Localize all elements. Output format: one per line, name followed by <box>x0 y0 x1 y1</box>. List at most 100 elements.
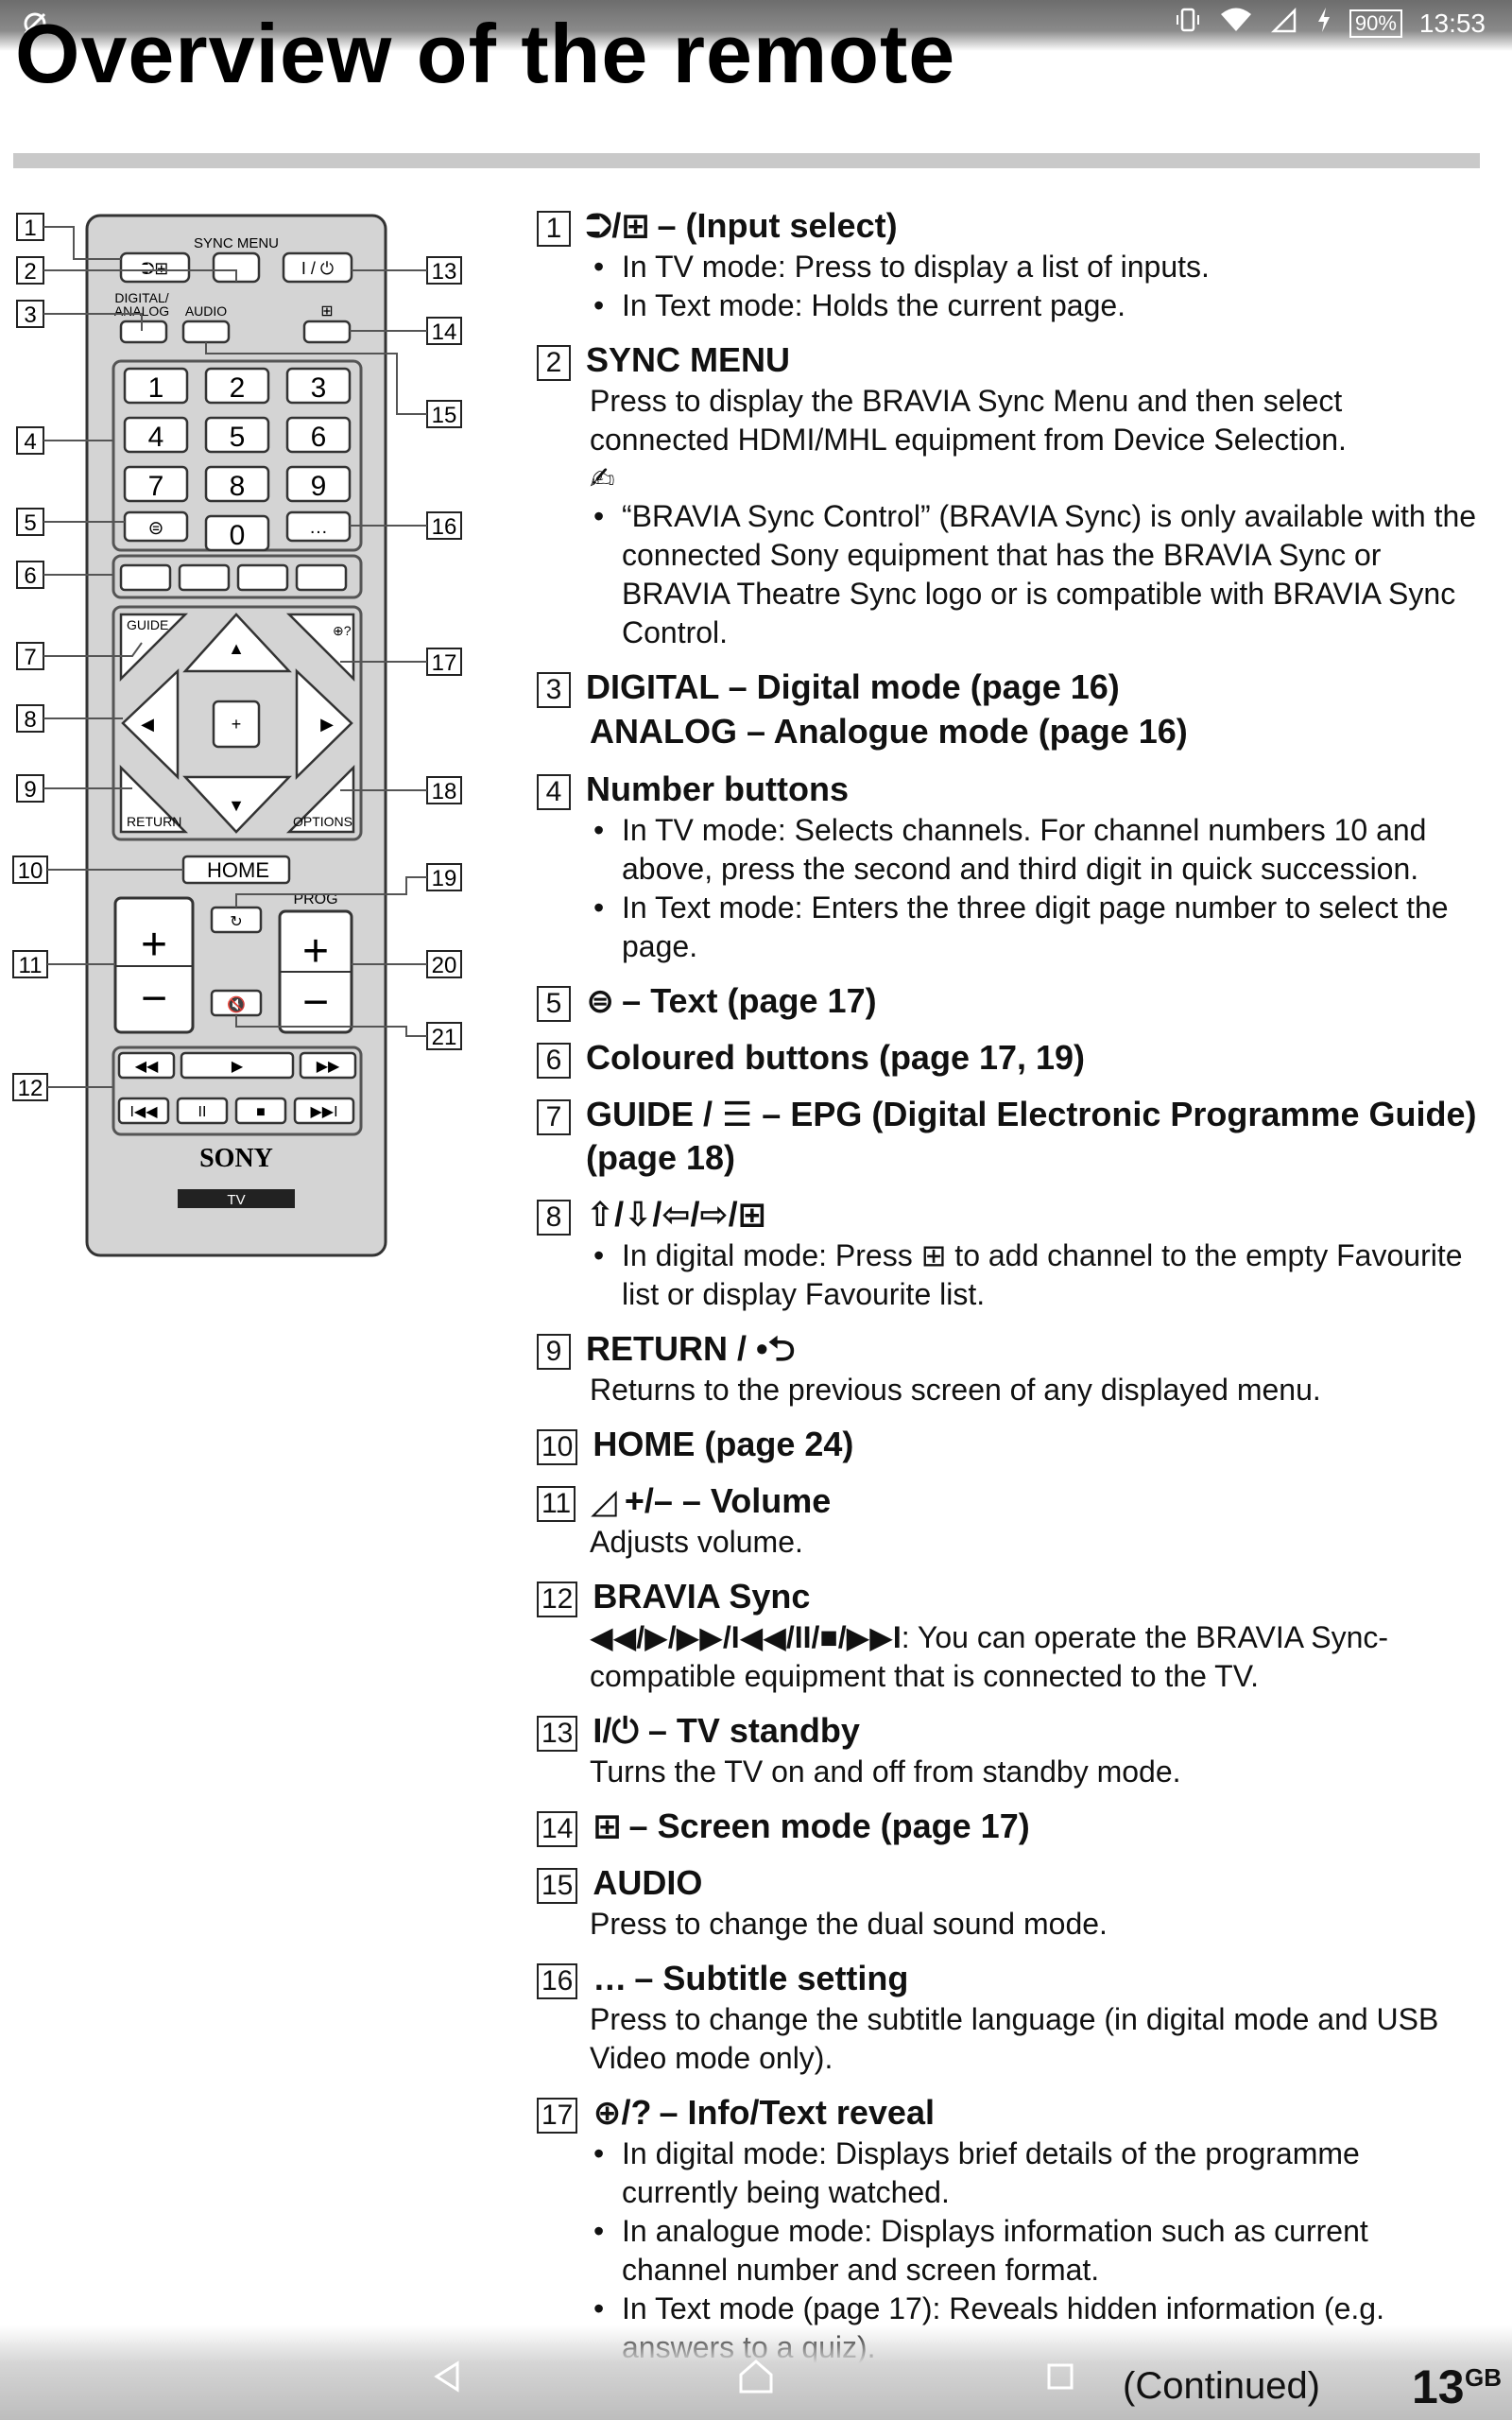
coloured-buttons <box>119 563 348 592</box>
page-number: 13 <box>1412 2360 1465 2413</box>
svg-text:15: 15 <box>432 403 457 428</box>
battery-indicator: 90% <box>1349 9 1402 38</box>
wifi-icon <box>1219 6 1253 41</box>
svg-text:▼: ▼ <box>228 796 245 815</box>
item-number: 5 <box>537 986 571 1022</box>
input-select-icon: ⮊/⊞ <box>586 206 650 245</box>
svg-text:RETURN: RETURN <box>127 814 181 829</box>
svg-text:⊜: ⊜ <box>148 518 164 539</box>
remote-diagram: ⮊⊞ SYNC MENU I / ⏻ DIGITAL/ ANALOG AUDIO… <box>0 199 491 1267</box>
bullet: In Text mode: Enters the three digit pag… <box>590 889 1482 966</box>
svg-text:9: 9 <box>24 777 36 803</box>
svg-text:6: 6 <box>311 422 327 453</box>
svg-text:▶▶I: ▶▶I <box>310 1104 337 1120</box>
recent-apps-icon[interactable] <box>1032 2348 1089 2405</box>
page-title: Overview of the remote <box>15 7 956 100</box>
svg-text:GUIDE: GUIDE <box>127 617 168 632</box>
item-number: 2 <box>537 345 571 381</box>
item-4: 4 Number buttons In TV mode: Selects chan… <box>537 768 1482 966</box>
svg-text:+: + <box>302 926 329 977</box>
item-text: Press to change the dual sound mode. <box>590 1907 1108 1941</box>
item-title: Coloured buttons (page 17, 19) <box>586 1038 1086 1077</box>
tv-label <box>178 1189 295 1208</box>
screen-mode-button <box>302 320 352 344</box>
vibrate-icon <box>1174 6 1202 41</box>
svg-text:PROG: PROG <box>293 891 337 908</box>
svg-text:5: 5 <box>230 422 246 453</box>
svg-text:+: + <box>232 715 242 734</box>
svg-text:SYNC MENU: SYNC MENU <box>194 235 279 251</box>
screen-mode-icon: ⊞ <box>593 1806 622 1845</box>
svg-text:+: + <box>141 920 167 970</box>
item-number: 3 <box>537 672 571 708</box>
svg-text:2: 2 <box>230 372 246 404</box>
svg-text:AUDIO: AUDIO <box>185 303 227 319</box>
svg-text:▶▶: ▶▶ <box>317 1059 340 1075</box>
svg-text:…: … <box>309 517 328 538</box>
svg-text:II: II <box>198 1104 207 1120</box>
svg-text:16: 16 <box>432 514 457 540</box>
svg-text:⮊⊞: ⮊⊞ <box>142 259 169 278</box>
item-title: BRAVIA Sync <box>593 1577 811 1616</box>
item-number: 13 <box>537 1716 578 1752</box>
item-1: 1⮊/⊞– (Input select) In TV mode: Press t… <box>537 204 1482 325</box>
sync-off-icon <box>21 9 49 38</box>
volume-icon: ◿ <box>591 1481 617 1520</box>
dpad-arrows <box>121 613 353 834</box>
svg-text:I◀◀: I◀◀ <box>129 1104 158 1120</box>
navigation-area <box>112 605 363 841</box>
power-button <box>282 251 353 284</box>
item-text-body: : You can operate the BRAVIA Sync-compat… <box>590 1620 1389 1693</box>
svg-text:−: − <box>302 977 329 1028</box>
item-title: GUIDE / ☰ – EPG (Digital Electronic Prog… <box>586 1095 1477 1177</box>
svg-text:OPTIONS: OPTIONS <box>293 814 352 829</box>
callout-numbers: 1 2 3 4 5 6 7 8 9 10 11 12 13 14 15 16 1… <box>12 213 462 1101</box>
svg-text:0: 0 <box>230 520 246 551</box>
item-number: 11 <box>537 1486 576 1522</box>
item-text: Adjusts volume. <box>590 1525 803 1559</box>
input-select-button <box>119 251 191 284</box>
svg-text:TV: TV <box>227 1192 245 1208</box>
svg-text:8: 8 <box>24 707 36 733</box>
item-title: – Info/Text reveal <box>659 2093 935 2132</box>
item-number: 8 <box>537 1200 571 1236</box>
svg-text:−: − <box>141 974 167 1024</box>
item-6: 6 Coloured buttons (page 17, 19) <box>537 1036 1482 1080</box>
playback-controls <box>112 1046 363 1136</box>
home-icon[interactable] <box>728 2348 784 2405</box>
item-title: RETURN / •⮌ <box>586 1329 796 1368</box>
svg-text:1: 1 <box>148 372 164 404</box>
svg-text:12: 12 <box>18 1076 43 1101</box>
svg-text:21: 21 <box>432 1025 457 1050</box>
description-list: 1⮊/⊞– (Input select) In TV mode: Press t… <box>537 204 1482 2380</box>
title-divider <box>13 153 1480 168</box>
item-5: 5⊜– Text (page 17) <box>537 979 1482 1023</box>
clock: 13:53 <box>1418 8 1486 38</box>
svg-text:3: 3 <box>311 372 327 404</box>
svg-text:SONY: SONY <box>199 1144 273 1173</box>
svg-text:17: 17 <box>432 650 457 676</box>
item-number: 14 <box>537 1811 578 1847</box>
item-title: HOME (page 24) <box>593 1425 854 1463</box>
svg-text:10: 10 <box>18 858 43 884</box>
item-title: – Text (page 17) <box>622 981 877 1020</box>
item-number: 7 <box>537 1099 571 1135</box>
svg-text:1: 1 <box>24 216 36 241</box>
item-number: 4 <box>537 774 571 810</box>
item-number: 10 <box>537 1429 578 1465</box>
bullet: In TV mode: Selects channels. For channe… <box>590 811 1482 889</box>
item-title: Number buttons <box>586 769 849 808</box>
item-number: 9 <box>537 1334 571 1370</box>
item-title: DIGITAL – Digital mode (page 16) <box>586 667 1120 706</box>
item-number: 6 <box>537 1043 571 1079</box>
digital-analog-button <box>119 320 168 344</box>
item-10: 10 HOME (page 24) <box>537 1423 1482 1466</box>
item-title: ⇧/⇩/⇦/⇨/⊞ <box>586 1195 766 1234</box>
item-title: – Screen mode (page 17) <box>628 1806 1030 1845</box>
back-icon[interactable] <box>420 2348 476 2405</box>
item-number: 16 <box>537 1963 578 1999</box>
item-title: SYNC MENU <box>586 340 791 379</box>
svg-text:3: 3 <box>24 302 36 328</box>
